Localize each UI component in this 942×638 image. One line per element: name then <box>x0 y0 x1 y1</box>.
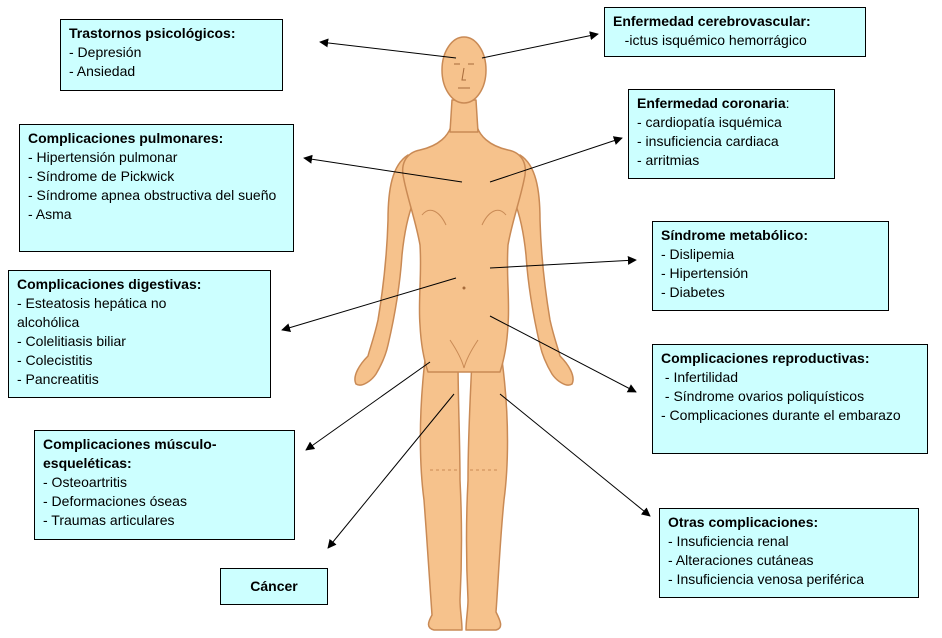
box-otras-complicaciones: Otras complicaciones: - Insuficiencia re… <box>659 508 919 598</box>
box-trastornos-psicologicos: Trastornos psicológicos: - Depresión - A… <box>60 19 283 91</box>
list-item: - Esteatosis hepática no alcohólica <box>17 294 217 332</box>
list-item: - Depresión <box>69 43 274 62</box>
list-item: - Síndrome ovarios poliquísticos <box>661 387 919 406</box>
list-item: - Ansiedad <box>69 62 274 81</box>
right-arm <box>514 155 573 385</box>
list-item: - Colecistitis <box>17 351 262 370</box>
list-item: - Hipertensión pulmonar <box>28 148 285 167</box>
box-title: Complicaciones reproductivas: <box>661 349 919 368</box>
box-title: Complicaciones digestivas: <box>17 275 262 294</box>
list-item: - Diabetes <box>661 283 880 302</box>
box-title: Complicaciones pulmonares: <box>28 129 285 148</box>
box-enfermedad-cerebrovascular: Enfermedad cerebrovascular: -ictus isqué… <box>604 7 866 57</box>
list-item: - Hipertensión <box>661 264 880 283</box>
box-title: Síndrome metabólico: <box>661 226 880 245</box>
list-item: - Complicaciones durante el embarazo <box>661 406 901 425</box>
box-complicaciones-digestivas: Complicaciones digestivas: - Esteatosis … <box>8 270 271 398</box>
left-leg <box>420 360 462 630</box>
box-title: Enfermedad cerebrovascular: <box>613 12 857 31</box>
box-complicaciones-reproductivas: Complicaciones reproductivas: - Infertil… <box>652 344 928 454</box>
list-item: - Insuficiencia venosa periférica <box>668 570 910 589</box>
box-complicaciones-pulmonares: Complicaciones pulmonares: - Hipertensió… <box>19 124 294 252</box>
navel <box>463 287 466 290</box>
box-cancer: Cáncer <box>220 568 328 605</box>
box-enfermedad-coronaria: Enfermedad coronaria: - cardiopatía isqu… <box>628 89 835 179</box>
neck <box>450 100 478 132</box>
list-item: - Síndrome apnea obstructiva del sueño <box>28 186 285 205</box>
box-title: Trastornos psicológicos: <box>69 24 274 43</box>
list-item: - Síndrome de Pickwick <box>28 167 285 186</box>
list-item: - arritmias <box>637 151 826 170</box>
box-title: Enfermedad coronaria <box>637 95 786 111</box>
list-item: - cardiopatía isquémica <box>637 113 826 132</box>
list-item: - Deformaciones óseas <box>43 492 286 511</box>
list-item: - Traumas articulares <box>43 511 286 530</box>
list-item: - Infertilidad <box>661 368 919 387</box>
box-title: Complicaciones músculo-esqueléticas: <box>43 435 273 473</box>
torso <box>403 122 526 372</box>
list-item: - insuficiencia cardiaca <box>637 132 826 151</box>
arrow-to-cerebrovascular <box>482 34 598 58</box>
box-title-colon: : <box>786 95 790 111</box>
list-item: - Osteoartritis <box>43 473 286 492</box>
arrow-to-trastornos <box>320 42 456 58</box>
list-item: - Pancreatitis <box>17 370 262 389</box>
box-title: Otras complicaciones: <box>668 513 910 532</box>
list-item: - Dislipemia <box>661 245 880 264</box>
human-body-figure <box>355 37 573 630</box>
right-leg <box>466 360 508 630</box>
left-arm <box>355 155 414 385</box>
list-item: - Colelitiasis biliar <box>17 332 262 351</box>
arrow-to-metabolico <box>490 260 636 268</box>
box-sindrome-metabolico: Síndrome metabólico: - Dislipemia - Hipe… <box>652 221 889 311</box>
arrow-to-otras <box>500 394 650 516</box>
list-item: -ictus isquémico hemorrágico <box>613 31 857 50</box>
list-item: - Insuficiencia renal <box>668 532 910 551</box>
box-complicaciones-musculo-esqueleticas: Complicaciones músculo-esqueléticas: - O… <box>34 430 295 540</box>
list-item: - Alteraciones cutáneas <box>668 551 910 570</box>
box-title: Cáncer <box>229 577 319 596</box>
list-item: - Asma <box>28 205 285 224</box>
